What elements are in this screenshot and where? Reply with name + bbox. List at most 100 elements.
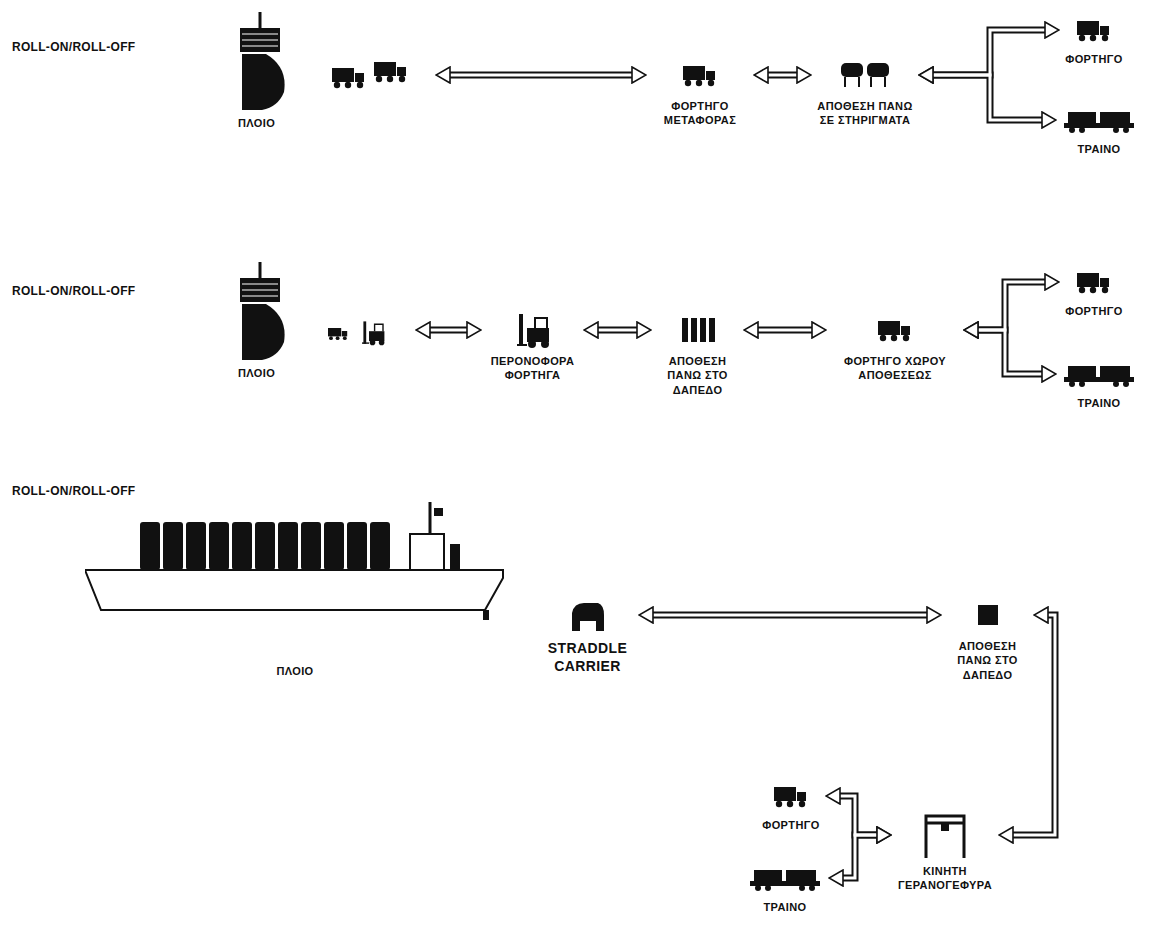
forklift-wheel bbox=[541, 340, 549, 348]
double-arrow bbox=[598, 329, 637, 332]
truck-cab bbox=[397, 67, 406, 76]
icon-part bbox=[517, 314, 549, 348]
caption: STRADDLE CARRIER bbox=[540, 639, 635, 675]
arrow-cores bbox=[430, 30, 1055, 878]
caption: ΦΟΡΤΗΓΟ ΜΕΤΑΦΟΡΑΣ bbox=[650, 99, 750, 128]
double-arrow bbox=[768, 74, 797, 77]
double-arrow bbox=[1013, 615, 1055, 835]
caption: ΚΙΝΗΤΗ ΓΕΡΑΝΟΓΕΦΥΡΑ bbox=[895, 864, 995, 893]
ship-mast bbox=[429, 502, 432, 534]
train-container bbox=[1100, 112, 1130, 123]
container-bay bbox=[209, 522, 229, 570]
ship-window-row bbox=[242, 283, 278, 284]
forklift-cage bbox=[375, 324, 383, 331]
ship-superstructure bbox=[240, 28, 280, 52]
icon-group bbox=[1064, 112, 1134, 133]
ship-mast bbox=[259, 12, 262, 28]
truck-body bbox=[332, 68, 354, 82]
train-wheel bbox=[809, 885, 815, 891]
truck-wheel bbox=[336, 336, 340, 340]
truck-wheel bbox=[1090, 35, 1096, 41]
icon-part bbox=[683, 66, 715, 86]
equipment-node: ΠΛΟΙΟ bbox=[232, 262, 412, 380]
double-arrow bbox=[933, 75, 1042, 120]
icon-group bbox=[517, 314, 549, 348]
ship-window-row bbox=[242, 39, 278, 40]
icon-part bbox=[362, 321, 384, 345]
ship-hull bbox=[85, 570, 503, 610]
train-wheel bbox=[1069, 127, 1075, 133]
equipment-icon bbox=[1076, 12, 1112, 48]
truck-body bbox=[878, 321, 900, 335]
equipment-node: ΦΟΡΤΗΓΟ ΜΕΤΑΦΟΡΑΣ bbox=[650, 55, 750, 128]
forklift-wheel bbox=[379, 340, 385, 346]
forklift-cage bbox=[535, 318, 547, 328]
train-wheel bbox=[1113, 127, 1119, 133]
caption: ΑΠΟΘΕΣΗ ΠΑΝΩ ΣΤΟ ΔΑΠΕΔΟ bbox=[655, 354, 740, 397]
straddle-carrier-symbol bbox=[572, 603, 604, 631]
train-container bbox=[1068, 366, 1096, 377]
train-wheel bbox=[1113, 381, 1119, 387]
truck-cab bbox=[706, 71, 715, 80]
equipment-node: ΦΟΡΤΗΓΟ ΧΩΡΟΥ ΑΠΟΘΕΣΕΩΣ bbox=[830, 310, 960, 383]
arrow-outline bbox=[843, 835, 877, 878]
arrow-outline bbox=[653, 612, 927, 619]
equipment-node: ΤΡΑΙΝΟ bbox=[1060, 356, 1138, 410]
forklift-mast bbox=[363, 321, 366, 343]
truck-wheel bbox=[329, 336, 333, 340]
truck-wheel bbox=[1102, 287, 1108, 293]
forklift-forks bbox=[362, 342, 369, 343]
arrow-outline bbox=[768, 72, 797, 79]
equipment-icon bbox=[568, 595, 608, 635]
truck-wheel bbox=[345, 82, 351, 88]
caption: ΠΛΟΙΟ bbox=[85, 664, 505, 678]
equipment-icon bbox=[680, 55, 720, 95]
icon-part bbox=[1077, 273, 1109, 293]
equipment-node: ΤΡΑΙΝΟ bbox=[1060, 102, 1138, 156]
caption: ΦΟΡΤΗΓΟ ΧΩΡΟΥ ΑΠΟΘΕΣΕΩΣ bbox=[830, 354, 960, 383]
icon-group bbox=[841, 63, 889, 87]
ground-container bbox=[978, 605, 998, 625]
truck-wheel bbox=[376, 76, 382, 82]
equipment-node: STRADDLE CARRIER bbox=[540, 595, 635, 675]
icon-group bbox=[878, 321, 910, 341]
ship-window-row bbox=[242, 295, 278, 296]
equipment-icon bbox=[678, 310, 718, 350]
equipment-icon bbox=[1063, 356, 1135, 392]
caption: ΤΡΑΙΝΟ bbox=[1060, 142, 1138, 156]
icon-part bbox=[878, 321, 910, 341]
train-wheel bbox=[799, 885, 805, 891]
container-bay bbox=[232, 522, 252, 570]
truck-wheel bbox=[343, 336, 347, 340]
equipment-node: ΑΠΟΘΕΣΗ ΠΑΝΩ ΣΕ ΣΤΗΡΙΓΜΑΤΑ bbox=[815, 55, 915, 128]
truck-body bbox=[328, 328, 341, 336]
caption: ΤΡΑΙΝΟ bbox=[1060, 396, 1138, 410]
icon-group bbox=[572, 603, 604, 631]
ground-stack bbox=[709, 318, 715, 342]
icon-group bbox=[683, 66, 715, 86]
equipment-icon bbox=[232, 262, 412, 362]
equipment-node: ΦΟΡΤΗΓΟ bbox=[1063, 264, 1125, 318]
icon-part bbox=[374, 62, 406, 82]
truck-wheel bbox=[708, 80, 714, 86]
icon-group bbox=[682, 318, 715, 342]
double-arrow bbox=[430, 329, 467, 332]
arrow-outline bbox=[978, 330, 1042, 374]
caption: ΠΛΟΙΟ bbox=[232, 366, 412, 380]
equipment-node: ΠΛΟΙΟ bbox=[85, 500, 505, 678]
support-leg bbox=[844, 77, 846, 87]
icon-group bbox=[1064, 366, 1134, 387]
ground-stack bbox=[691, 318, 697, 342]
truck-wheel bbox=[903, 335, 909, 341]
stored-unit bbox=[867, 63, 889, 77]
container-bay bbox=[140, 522, 160, 570]
ship-superstructure bbox=[240, 278, 280, 302]
equipment-icon bbox=[837, 55, 893, 95]
icon-group bbox=[1077, 21, 1109, 41]
ground-stack bbox=[682, 318, 688, 342]
ship-rudder bbox=[483, 610, 489, 620]
truck-wheel bbox=[891, 335, 897, 341]
icon-part bbox=[1064, 112, 1134, 133]
icon-group bbox=[240, 12, 406, 110]
